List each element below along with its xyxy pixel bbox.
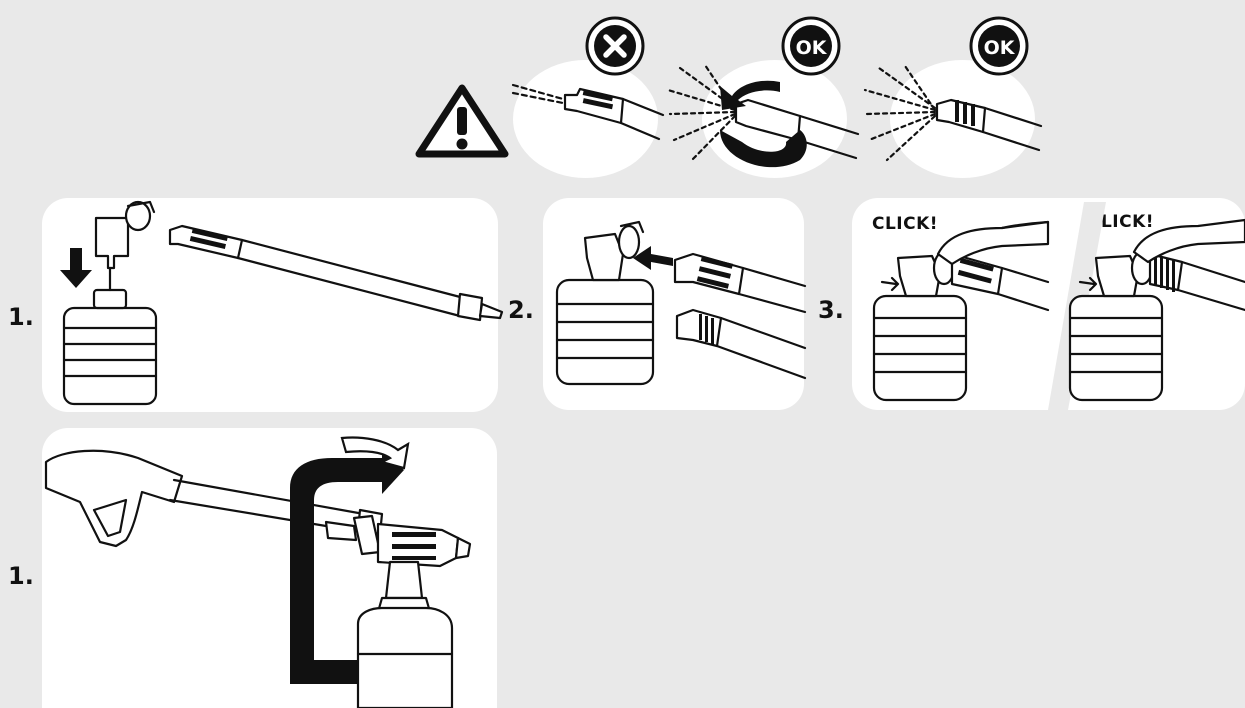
step-1-label: 1. — [8, 303, 34, 331]
cross-badge-icon — [584, 15, 646, 77]
step-2-illustration — [543, 198, 805, 410]
step-1b-label: 1. — [8, 562, 34, 590]
nozzle-ok-illustration — [855, 60, 1045, 180]
step-1-illustration — [42, 198, 512, 412]
step-1b-illustration — [42, 428, 497, 708]
step-3-label: 3. — [818, 296, 844, 324]
svg-text:OK: OK — [984, 37, 1016, 59]
nozzle-wrong-illustration — [505, 75, 665, 155]
warning-triangle-icon — [416, 85, 508, 157]
ok-badge-icon: OK — [968, 15, 1030, 77]
step-3-illustration — [852, 198, 1245, 410]
nozzle-ok-tape-illustration — [660, 60, 860, 180]
ok-badge-icon: OK — [780, 15, 842, 77]
svg-text:OK: OK — [796, 37, 828, 59]
step-2-label: 2. — [508, 296, 534, 324]
